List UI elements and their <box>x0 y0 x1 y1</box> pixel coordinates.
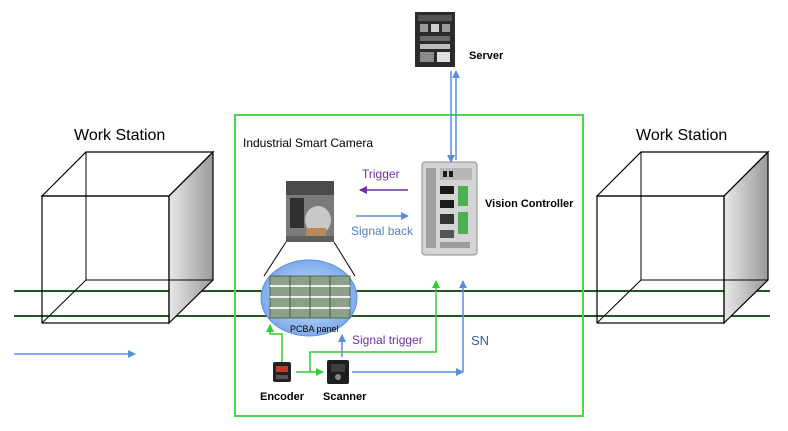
zoom-lines <box>263 241 356 277</box>
trigger-label: Trigger <box>362 167 400 181</box>
server-link-arrows <box>447 70 460 163</box>
camera-photo-icon <box>286 181 334 242</box>
industrial-smart-camera-label: Industrial Smart Camera <box>243 136 374 150</box>
industrial-pc-icon <box>421 161 478 256</box>
conveyor-rails <box>14 290 770 317</box>
encoder-label: Encoder <box>260 391 305 403</box>
system-boundary <box>234 114 584 417</box>
sn-label: SN <box>471 333 490 348</box>
vision-controller-label: Vision Controller <box>485 198 574 210</box>
server-rack-icon <box>415 12 455 67</box>
circuit-board-icon <box>260 259 358 337</box>
encoder-sensor-icon <box>273 362 291 382</box>
scanner-label: Scanner <box>323 391 367 403</box>
work-station-left-cube <box>40 150 215 325</box>
work-station-right-cube <box>595 150 770 325</box>
signal-wiring <box>266 280 440 376</box>
server-label: Server <box>469 50 504 62</box>
barcode-scanner-icon <box>327 360 349 384</box>
sn-wiring <box>338 280 467 376</box>
work-station-right-label: Work Station <box>636 127 728 144</box>
work-station-left-label: Work Station <box>74 127 166 144</box>
pcba-panel-label: PCBA panel <box>290 324 339 334</box>
signal-back-label: Signal back <box>351 224 414 238</box>
signal-trigger-label: Signal trigger <box>352 333 423 347</box>
